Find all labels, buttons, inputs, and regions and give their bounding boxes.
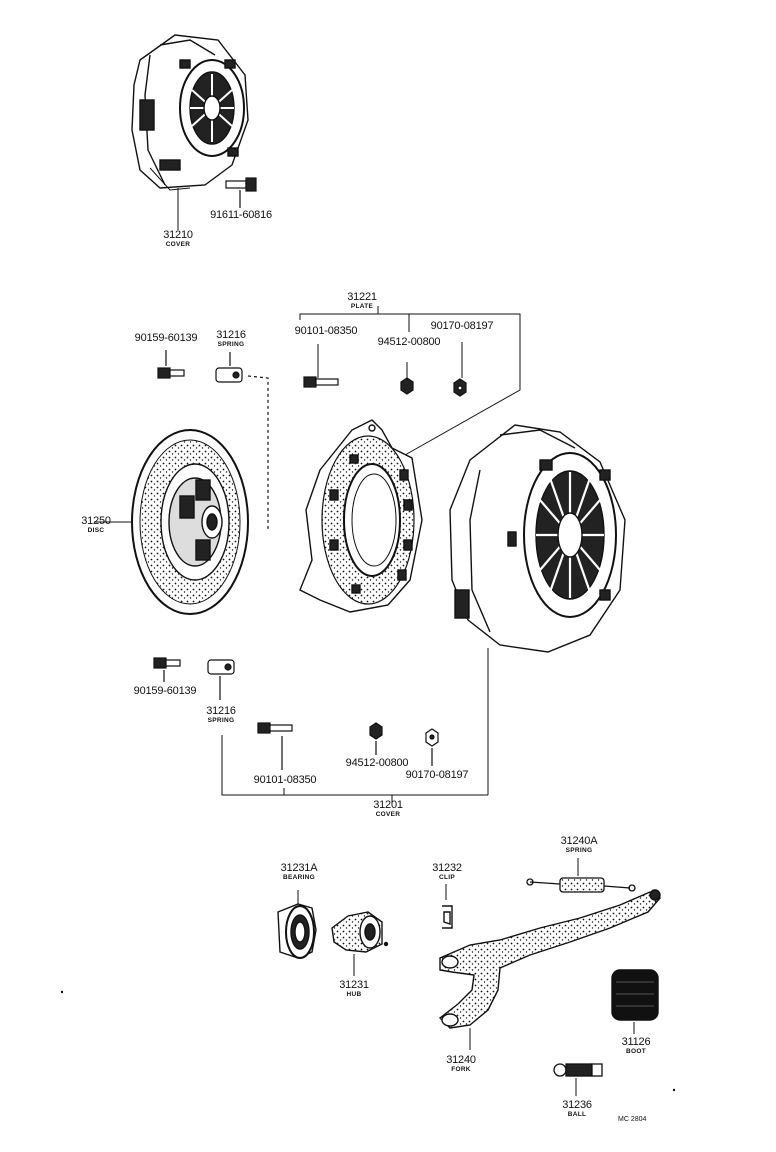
part-name: COVER (375, 811, 401, 818)
label-clip-31232: 31232 CLIP (432, 863, 462, 882)
part-number: 31231 (339, 979, 369, 991)
part-name: COVER (165, 241, 191, 248)
part-number: 90170-08197 (405, 769, 469, 781)
part-name: CLIP (438, 874, 455, 881)
part-name: FORK (451, 1066, 471, 1073)
part-name: SPRING (207, 717, 235, 724)
label-hub-31231: 31231 HUB (339, 980, 369, 999)
label-ball-31236: 31236 BALL (562, 1100, 592, 1119)
diagram-code: MC 2804 (618, 1116, 647, 1123)
label-spring-31240a: 31240A SPRING (561, 836, 598, 855)
part-name: DISC (87, 527, 105, 534)
label-boot-31126: 31126 BOOT (622, 1037, 651, 1056)
plate-31221-bracket (299, 306, 521, 456)
label-cover-31210: 31210 COVER (163, 230, 193, 249)
part-number: 31250 (81, 515, 111, 527)
cover-31201-bracket (221, 735, 488, 803)
part-number: 94512-00800 (345, 757, 409, 769)
part-number: 94512-00800 (377, 336, 441, 348)
part-number: 90101-08350 (294, 325, 358, 337)
screw-lower-illustration (153, 657, 181, 682)
part-name: BALL (567, 1111, 587, 1118)
bolt-lower-illustration (257, 722, 293, 770)
part-number: 91611-60816 (210, 209, 272, 221)
part-number: 31201 (373, 799, 403, 811)
label-fork-31240: 31240 FORK (446, 1055, 476, 1074)
label-plate-31221: 31221 PLATE (347, 292, 377, 311)
part-number: 31232 (432, 862, 462, 874)
label-screw-upper: 90159-60139 (135, 333, 198, 344)
part-number: 90101-08350 (253, 774, 317, 786)
part-number: 31240A (560, 835, 598, 847)
washer-lower-illustration (369, 722, 383, 755)
plate-31221-illustration (299, 419, 423, 613)
part-number: 31221 (347, 291, 377, 303)
disc-31250-illustration (94, 429, 249, 615)
label-spring-upper: 31216 SPRING (216, 330, 246, 349)
part-number: 31126 (621, 1036, 651, 1048)
hub-31231-illustration (331, 911, 389, 976)
label-washer-lower: 94512-00800 (346, 758, 409, 769)
part-number: 31210 (163, 229, 193, 241)
bolt-91611-60816-illustration (225, 177, 257, 208)
fork-31240-illustration (438, 889, 662, 1050)
label-washer-upper: 94512-00800 (378, 337, 441, 348)
label-nut-upper: 90170-08197 (431, 321, 494, 332)
spring-lower-illustration (207, 659, 235, 700)
part-name: PLATE (350, 303, 374, 310)
part-number: 31231A (280, 862, 318, 874)
label-spring-lower: 31216 SPRING (206, 706, 236, 725)
part-name: HUB (346, 991, 362, 998)
label-cover-31201: 31201 COVER (373, 800, 403, 819)
nut-upper-illustration (453, 378, 467, 397)
part-number: 31236 (562, 1099, 592, 1111)
label-nut-lower: 90170-08197 (406, 770, 469, 781)
bearing-31231a-illustration (277, 890, 317, 959)
boot-31126-illustration (611, 969, 659, 1034)
cover-31210-illustration (131, 34, 249, 230)
nut-lower-illustration (425, 728, 439, 766)
label-screw-lower: 90159-60139 (134, 686, 197, 697)
label-bearing-31231a: 31231A BEARING (281, 863, 318, 882)
label-bolt-91611-60816: 91611-60816 (210, 210, 272, 221)
part-number: 31216 (206, 705, 236, 717)
part-number: 90159-60139 (134, 332, 198, 344)
part-name: BEARING (282, 874, 316, 881)
label-bolt-upper: 90101-08350 (295, 326, 358, 337)
bolt-upper-illustration (303, 376, 339, 388)
spring-31240a-illustration (526, 858, 636, 893)
part-number: 31240 (446, 1054, 476, 1066)
clip-31232-illustration (442, 884, 453, 929)
label-bolt-lower: 90101-08350 (254, 775, 317, 786)
washer-upper-illustration (400, 377, 414, 395)
part-name: BOOT (626, 1048, 646, 1055)
part-number: 90170-08197 (430, 320, 494, 332)
cover-31201-illustration (449, 424, 626, 795)
part-name: SPRING (217, 341, 245, 348)
spring-upper-illustration (215, 352, 269, 530)
speck-dot (672, 1088, 676, 1092)
ball-31236-illustration (553, 1063, 603, 1096)
part-number: 31216 (216, 329, 246, 341)
part-number: 90159-60139 (133, 685, 197, 697)
screw-upper-illustration (157, 350, 185, 379)
part-name: SPRING (565, 847, 593, 854)
label-disc-31250: 31250 DISC (81, 516, 111, 535)
speck-dot (60, 990, 64, 994)
